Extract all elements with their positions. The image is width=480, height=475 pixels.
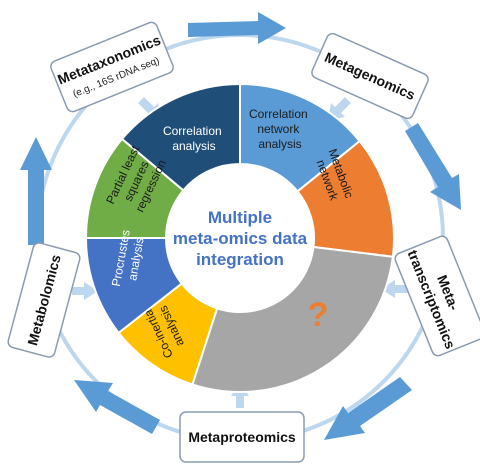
center-title-line1: Multiple (208, 208, 272, 227)
center-title-line2: meta-omics data (173, 229, 308, 248)
center-title: Multiple meta-omics data integration (173, 208, 308, 269)
label-correlation-network-analysis: Correlation network analysis (249, 107, 311, 151)
ring-arrow-icon (405, 123, 461, 210)
box-metagenomics: Metagenomics (311, 32, 429, 120)
metaproteomics-title: Metaproteomics (188, 429, 296, 445)
input-arrow-icon (381, 280, 408, 298)
cycle-arrows (20, 12, 461, 440)
box-metatranscriptomics: Meta- transcriptomics (394, 235, 480, 357)
input-arrow-icon (328, 97, 351, 120)
ring-arrow-icon (188, 12, 286, 44)
input-arrow-icon (72, 282, 98, 300)
center-title-line3: integration (196, 250, 284, 269)
box-metataxonomics: Metataxonomics (e.g., 16S rDNA seq) (50, 21, 174, 113)
box-metabolomics: Metabolomics (7, 242, 81, 358)
ring-arrow-icon (74, 380, 160, 434)
input-arrow-icon (231, 382, 249, 408)
segment-unknown-method (191, 245, 394, 393)
ring-arrow-icon (324, 377, 412, 440)
box-metaproteomics: Metaproteomics (179, 411, 305, 463)
method-donut (84, 82, 395, 393)
ring-arrow-icon (20, 137, 52, 245)
label-correlation-analysis: Correlation analysis (163, 124, 225, 153)
unknown-method-question-mark: ? (308, 296, 329, 334)
segment-partial-least-squares (84, 137, 185, 239)
